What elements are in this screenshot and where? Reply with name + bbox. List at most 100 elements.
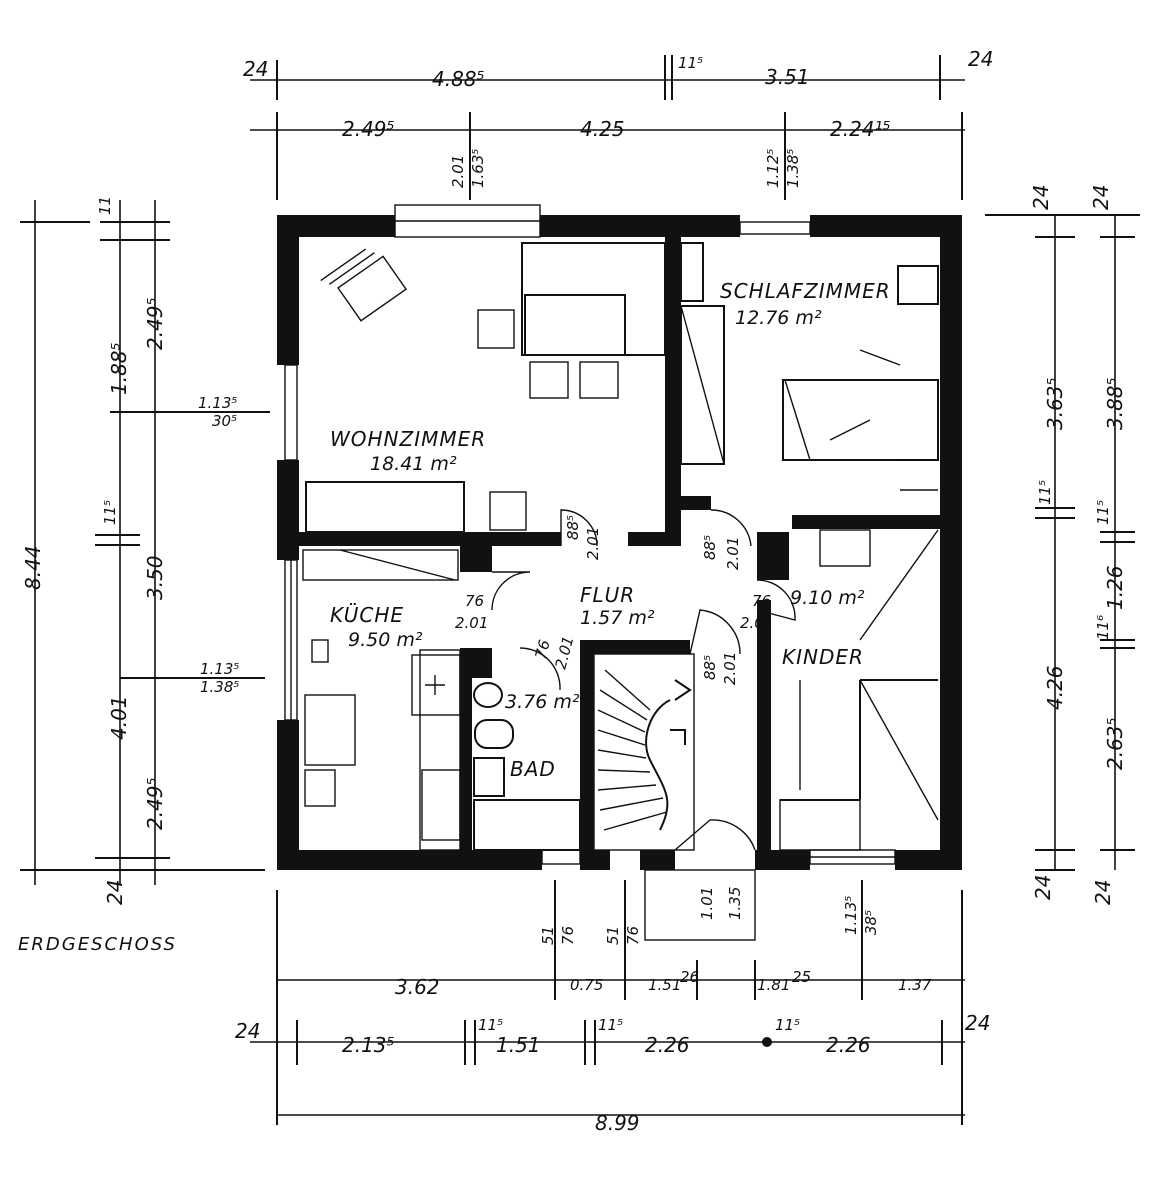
dim-label: 1.12⁵ [764, 149, 782, 188]
dim-label: 2.24¹⁵ [830, 117, 891, 141]
door-label: 2.01 [721, 652, 739, 685]
dim-label: 0.75 [570, 976, 603, 994]
door-label: 2.01 [551, 634, 577, 671]
door-label: 2.01 [740, 614, 773, 632]
dim-label: 3.50 [143, 555, 167, 600]
room-flur-name: FLUR [580, 583, 635, 607]
room-kueche-name: KÜCHE [330, 603, 404, 627]
dim-label: 1.37 [898, 976, 932, 994]
dim-label: 51 [604, 926, 622, 945]
dim-label: 24 [1089, 185, 1113, 210]
door-label: 76 [752, 592, 771, 610]
room-kueche-area: 9.50 m² [348, 629, 423, 651]
door-label: 76 [531, 638, 553, 661]
dim-label: 1.88⁵ [107, 342, 131, 395]
dim-label: 11⁵ [678, 54, 703, 72]
dim-label: 25 [792, 968, 811, 986]
dim-label: 1.38⁵ [200, 678, 239, 696]
dim-label: 3.63⁵ [1043, 377, 1067, 430]
dim-label: 3.62 [395, 975, 440, 999]
door-label: 88⁵ [701, 535, 719, 560]
door-label: 2.01 [584, 527, 602, 560]
room-bad-name: BAD [510, 757, 556, 781]
dim-label: 2.26 [826, 1033, 871, 1057]
dim-label: 26 [680, 968, 699, 986]
door-dimension-labels: 88⁵ 2.01 88⁵ 2.01 76 2.01 76 2.01 76 2.0… [455, 515, 773, 685]
dim-label: 11⁵ [598, 1016, 623, 1034]
dim-label: 1.26 [1103, 565, 1127, 610]
room-schlafzimmer-area: 12.76 m² [735, 307, 822, 329]
dim-label: 24 [1029, 185, 1053, 210]
door-label: 76 [465, 592, 484, 610]
dim-label: 1.13⁵ [200, 660, 239, 678]
door-label: 88⁵ [564, 515, 582, 540]
dim-label: 24 [965, 1011, 990, 1035]
door-label: 2.01 [455, 614, 488, 632]
stair [593, 653, 695, 851]
dim-label: 2.49⁵ [342, 117, 395, 141]
dim-label: 8.99 [595, 1111, 640, 1135]
bad-fixtures [473, 682, 581, 851]
door-swings [491, 509, 796, 941]
kinder-furniture [779, 529, 939, 851]
dim-label: 11⁵ [478, 1016, 503, 1034]
dim-label: 76 [559, 926, 577, 945]
dim-label: 1.51 [648, 976, 681, 994]
dim-label: 2.63⁵ [1103, 717, 1127, 770]
dim-label: 1.81 [757, 976, 790, 994]
dim-label: 1.35 [726, 887, 744, 920]
door-label: 88⁵ [701, 655, 719, 680]
dim-label: 2.13⁵ [342, 1033, 395, 1057]
dim-label: 4.25 [580, 117, 625, 141]
dim-label: 4.88⁵ [432, 67, 485, 91]
dim-label: 1.01 [698, 887, 716, 920]
dim-label: 4.01 [107, 695, 131, 740]
dimension-lines-bottom: 3.62 0.75 1.51 26 1.81 25 1.37 24 2.13⁵ … [235, 880, 990, 1135]
dim-label: 24 [968, 47, 993, 71]
dim-label: 11 [96, 196, 114, 215]
kueche-furniture [302, 549, 461, 851]
plan-title: ERDGESCHOSS [18, 934, 177, 955]
dimension-lines-top: 24 4.88⁵ 11⁵ 3.51 24 2.49⁵ 4.25 2.24¹⁵ 2… [243, 47, 993, 200]
dim-label: 38⁵ [862, 910, 880, 935]
dim-label: 11⁵ [1094, 500, 1112, 525]
dim-label: 24 [103, 880, 127, 905]
dim-label: 24 [1031, 875, 1055, 900]
door-label: 2.01 [724, 537, 742, 570]
dim-label: 30⁵ [212, 412, 237, 430]
dim-label: 1.38⁵ [784, 149, 802, 188]
windows [284, 204, 896, 865]
room-bad-area: 3.76 m² [505, 691, 580, 713]
room-wohnzimmer-name: WOHNZIMMER [330, 427, 486, 451]
dim-label: 11⁵ [101, 500, 119, 525]
dim-label: 76 [624, 926, 642, 945]
room-flur-area: 1.57 m² [580, 607, 655, 629]
dim-label: 24 [235, 1019, 260, 1043]
dim-label: 24 [243, 57, 268, 81]
schlafzimmer-furniture [680, 242, 939, 491]
dim-label: 51 [539, 926, 557, 945]
dim-label: 1.51 [496, 1033, 541, 1057]
exterior-walls [277, 215, 962, 870]
wohnzimmer-furniture [305, 242, 666, 533]
dim-label: 1.13⁵ [198, 394, 237, 412]
room-schlafzimmer-name: SCHLAFZIMMER [720, 279, 891, 303]
dim-label: 11⁶ [1094, 615, 1112, 640]
dim-label: 2.01 [449, 155, 467, 188]
dim-label: 4.26 [1043, 665, 1067, 710]
interior-walls [299, 237, 940, 850]
dimension-lines-left: 8.44 2.49⁵ 1.88⁵ 3.50 4.01 2.49⁵ 11⁵ 24 … [20, 196, 270, 905]
dim-label: 24 [1091, 880, 1115, 905]
room-kinder-area: 9.10 m² [790, 587, 865, 609]
room-wohnzimmer-area: 18.41 m² [370, 453, 457, 475]
dim-label: 2.26 [645, 1033, 690, 1057]
dim-label: 8.44 [21, 545, 45, 590]
room-kinder-name: KINDER [782, 645, 864, 669]
dim-label: 3.51 [765, 65, 810, 89]
dim-label: 2.49⁵ [143, 777, 167, 830]
room-labels: WOHNZIMMER 18.41 m² SCHLAFZIMMER 12.76 m… [330, 279, 891, 781]
dimension-lines-right: 3.63⁵ 3.88⁵ 1.26 4.26 2.63⁵ 11⁵ 11⁵ 11⁶ … [985, 185, 1140, 905]
dim-label: 2.49⁵ [143, 297, 167, 350]
dim-label: 3.88⁵ [1103, 377, 1127, 430]
